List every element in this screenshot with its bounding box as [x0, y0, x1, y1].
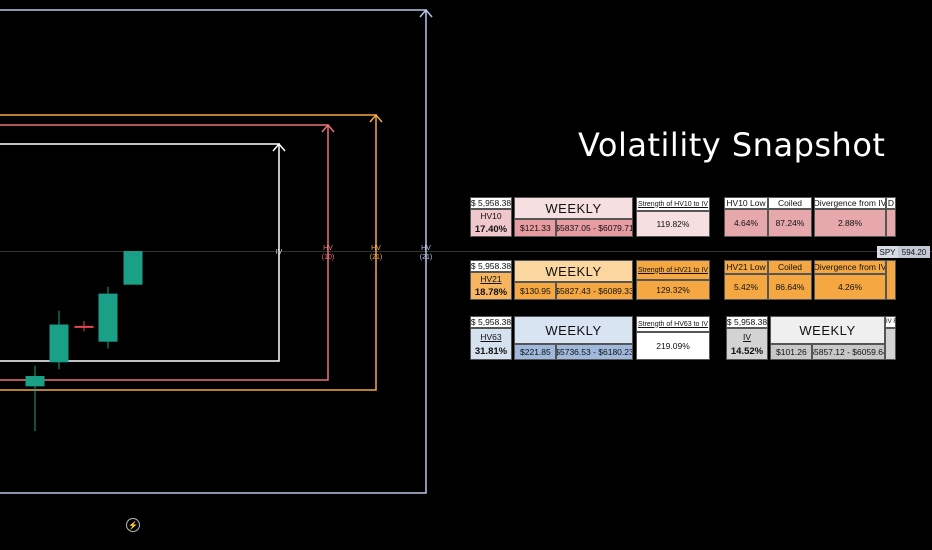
hv21-period: WEEKLY: [514, 260, 633, 282]
hv63-name-label: HV63: [480, 331, 502, 342]
hv21-name-label: HV21: [480, 274, 502, 284]
hv63-spot: $ 5,958.38: [470, 316, 512, 328]
iv-range-box: [0, 143, 280, 362]
hv10-low-label: HV10 Low: [724, 197, 768, 209]
hv10-range-box: [0, 124, 329, 381]
hv21-value: 18.78%: [474, 287, 508, 298]
hv21-range-box: [0, 114, 377, 391]
hv63-move-value: 221.85: [524, 347, 551, 357]
candle-body[interactable]: [25, 376, 45, 387]
hv10-low: 4.64%: [724, 209, 768, 237]
price-tag: 594.20: [898, 246, 930, 258]
hv21-arrow-icon: [369, 113, 383, 123]
page-title: Volatility Snapshot: [578, 126, 886, 164]
hv21-strength-label: Strength of HV21 to IV: [636, 260, 710, 280]
hv63-arrow-icon: [419, 8, 433, 18]
hv21-coiled-label: Coiled: [768, 260, 812, 274]
iv-move-value: 101.26: [780, 347, 807, 357]
hv63-range-box: [0, 9, 427, 494]
hv21-move-value: 130.95: [524, 286, 551, 296]
candle-body[interactable]: [74, 325, 94, 328]
hv10-strength-label: Strength of HV10 to IV: [636, 197, 710, 211]
hv21-spot: $ 5,958.38: [470, 260, 512, 272]
hv10-name-label: HV10: [480, 211, 502, 221]
hv63-axis-sublabel: (21): [420, 254, 432, 261]
candle-body[interactable]: [123, 251, 143, 285]
hv21-coiled: 86.64%: [768, 274, 812, 300]
iv-arrow-icon: [272, 142, 286, 152]
iv-extra: IV F: [885, 316, 896, 328]
hv10-name: HV10 17.40%: [470, 209, 512, 237]
hv63-name: HV63 31.81%: [470, 328, 512, 360]
hv63-move: $ 221.85: [514, 344, 556, 360]
hv21-low: 5.42%: [724, 274, 768, 300]
hv10-spot: $ 5,958.38: [470, 197, 512, 209]
iv-name: IV 14.52%: [726, 328, 768, 360]
hv21-extra: [886, 260, 896, 300]
iv-axis-label: IV: [276, 249, 283, 256]
hv63-move-dollar: $: [520, 347, 525, 357]
hv10-extra: D: [886, 197, 896, 209]
lightning-icon[interactable]: ⚡: [126, 518, 140, 532]
hv21-range: $5827.43 - $6089.33: [556, 282, 633, 300]
iv-spot: $ 5,958.38: [726, 316, 768, 328]
hv10-move: $ 121.33: [514, 219, 556, 237]
iv-move: $ 101.26: [770, 344, 812, 360]
candle-body[interactable]: [49, 324, 69, 363]
hv21-div: 4.26%: [814, 274, 886, 300]
symbol-tag: SPY: [877, 246, 898, 258]
iv-extra-value: [885, 328, 896, 360]
hv63-value: 31.81%: [474, 345, 508, 357]
hv10-coiled-label: Coiled: [768, 197, 812, 209]
hv21-div-label: Divergence from IV: [814, 260, 886, 274]
hv10-strength: 119.82%: [636, 211, 710, 237]
hv63-strength-label: Strength of HV63 to IV: [636, 316, 710, 332]
iv-period: WEEKLY: [770, 316, 885, 344]
hv21-low-label: HV21 Low: [724, 260, 768, 274]
hv10-div-label: Divergence from IV: [814, 197, 886, 209]
hv63-strength: 219.09%: [636, 332, 710, 360]
iv-value: 14.52%: [730, 345, 764, 357]
hv10-range: $5837.05 - $6079.71: [556, 219, 633, 237]
hv10-period: WEEKLY: [514, 197, 633, 219]
hv10-axis-label: HV: [323, 245, 333, 252]
hv63-range: $5736.53 - $6180.23: [556, 344, 633, 360]
hv21-axis-sublabel: (21): [370, 254, 382, 261]
iv-name-label: IV: [742, 331, 752, 342]
hv10-coiled: 87.24%: [768, 209, 812, 237]
hv63-period: WEEKLY: [514, 316, 633, 344]
hv21-move-dollar: $: [520, 286, 525, 296]
hv10-div: 2.88%: [814, 209, 886, 237]
candle-body[interactable]: [98, 293, 118, 342]
hv10-extra-value: [886, 209, 896, 237]
iv-range: $5857.12 - $6059.64: [812, 344, 885, 360]
hv21-strength: 129.32%: [636, 280, 710, 300]
hv10-value: 17.40%: [474, 224, 508, 235]
hv21-move: $ 130.95: [514, 282, 556, 300]
hv10-arrow-icon: [321, 123, 335, 133]
iv-move-dollar: $: [776, 347, 781, 357]
hv10-axis-sublabel: (10): [322, 254, 334, 261]
hv21-name: HV21 18.78%: [470, 272, 512, 300]
hv10-move-dollar: $: [520, 223, 525, 233]
hv21-axis-label: HV: [371, 245, 381, 252]
hv63-axis-label: HV: [421, 245, 431, 252]
hv10-move-value: 121.33: [524, 223, 551, 233]
